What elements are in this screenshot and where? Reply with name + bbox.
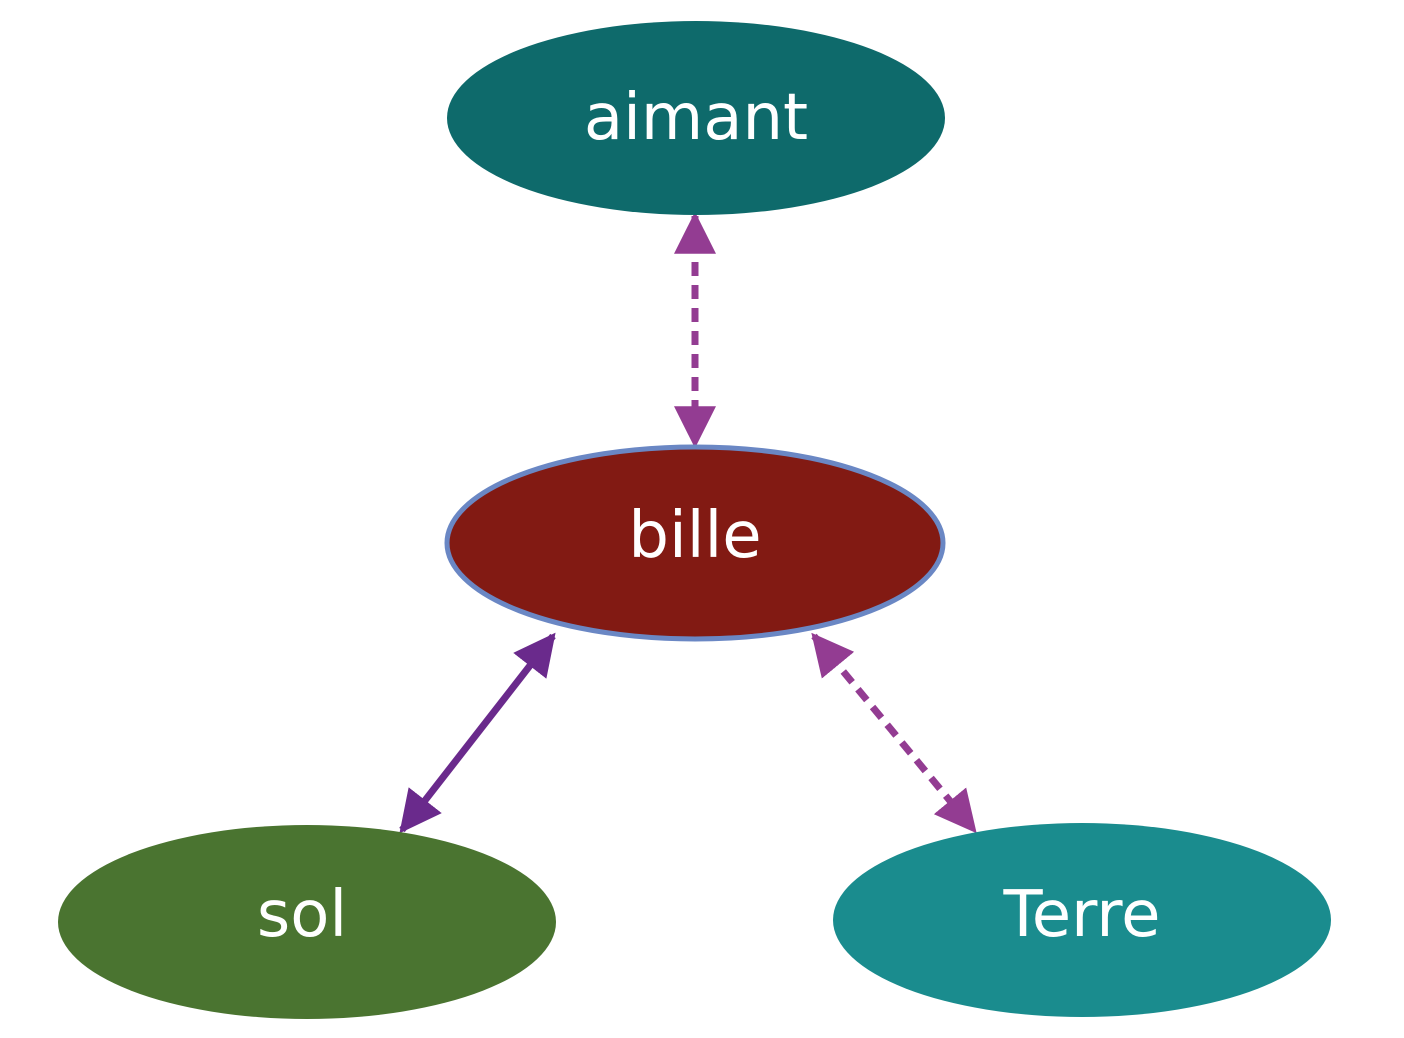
node-aimant: aimant (447, 21, 945, 215)
node-aimant-label: aimant (584, 81, 808, 155)
node-sol-shape (58, 825, 556, 1019)
node-terre: Terre (833, 823, 1331, 1017)
node-sol: sol (58, 825, 556, 1019)
node-sol-label: sol (257, 878, 347, 952)
node-bille-shape (444, 444, 946, 642)
node-aimant-shape (447, 21, 945, 215)
edge-bille-terre (811, 632, 977, 834)
node-bille: bille (444, 444, 946, 642)
edge-bille-sol (399, 632, 556, 834)
node-terre-label: Terre (1002, 878, 1160, 952)
node-bille-label: bille (628, 499, 761, 573)
node-terre-shape (833, 823, 1331, 1017)
